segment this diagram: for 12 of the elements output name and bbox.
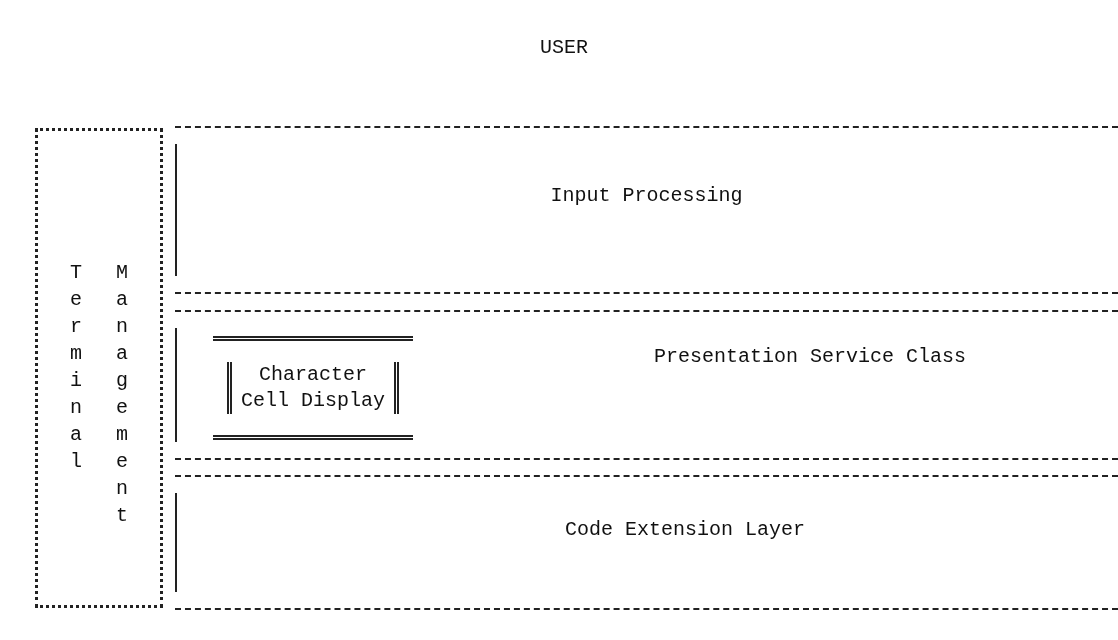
layer-label: Input Processing [549,183,744,209]
layer-band [175,310,1118,460]
top-label: USER [540,36,588,59]
double-line-box [213,336,413,440]
layer-band [175,475,1118,610]
layer-label: Code Extension Layer [563,517,806,543]
dotted-box [35,128,163,608]
layer-band [175,126,1118,294]
vertical-text: Management [115,260,129,529]
layer-label: Presentation Service Class [652,344,968,370]
vertical-text: Terminal [69,260,83,475]
box-label: Character Cell Display [227,362,399,414]
